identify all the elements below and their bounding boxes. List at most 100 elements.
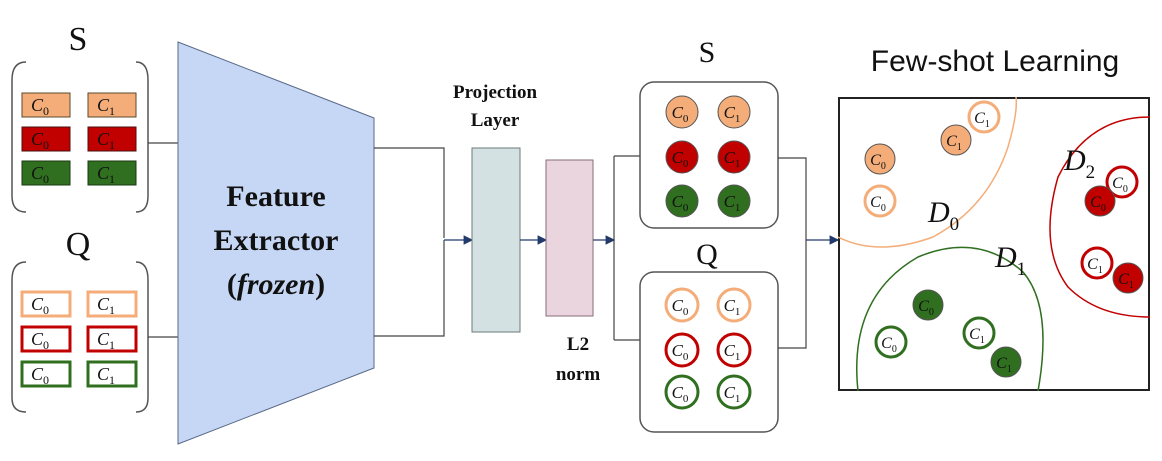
svg-text:C1: C1	[724, 192, 741, 214]
svg-text:C0: C0	[672, 192, 689, 214]
svg-text:C0: C0	[881, 335, 897, 355]
svg-text:C1: C1	[1087, 256, 1103, 276]
embedded-support-box	[639, 81, 779, 229]
projection-label-line2: Layer	[471, 110, 520, 131]
fs-point-red-c1-query: C1	[1080, 246, 1114, 280]
projection-label-line1: Projection	[453, 82, 537, 103]
svg-text:C1: C1	[724, 103, 741, 125]
embedded-support-orange-c1: C1	[717, 95, 751, 129]
svg-text:C1: C1	[97, 163, 115, 186]
svg-text:C0: C0	[918, 298, 934, 318]
support-rect-red-c0: C0	[21, 126, 71, 152]
svg-text:C0: C0	[31, 129, 49, 152]
fs-point-orange-c0-query: C0	[863, 184, 897, 218]
fs-point-green-c0-support: C0	[912, 289, 944, 321]
support-rect-red-c1: C1	[87, 126, 137, 152]
support-rect-green-c1: C1	[87, 160, 137, 186]
svg-text:C1: C1	[97, 95, 115, 118]
support-rect-green-c0: C0	[21, 160, 71, 186]
svg-text:C1: C1	[97, 364, 115, 387]
query-set-label: Q	[66, 226, 91, 263]
embedded-query-red-c1: C1	[716, 332, 752, 368]
svg-text:C0: C0	[1090, 194, 1106, 214]
fs-point-orange-c1-query: C1	[967, 100, 1001, 134]
svg-text:C0: C0	[31, 163, 49, 186]
split-wire	[613, 155, 640, 341]
svg-text:C0: C0	[31, 329, 49, 352]
embedded-support-green-c0: C0	[665, 184, 699, 218]
svg-text:C0: C0	[31, 294, 49, 317]
query-rect-red-c1: C1	[86, 325, 138, 353]
svg-text:C0: C0	[31, 95, 49, 118]
embedded-query-green-c0: C0	[664, 374, 700, 410]
cluster-d2-boundary	[1049, 116, 1150, 318]
svg-text:C1: C1	[724, 383, 741, 405]
fs-point-green-c0-query: C0	[874, 325, 908, 359]
cluster-d1-boundary	[856, 246, 1044, 391]
fs-point-green-c1-support: C1	[990, 346, 1022, 378]
svg-text:C1: C1	[97, 329, 115, 352]
embedded-query-box	[639, 271, 779, 433]
embedded-query-red-c0: C0	[664, 332, 700, 368]
l2-norm-label-line1: L2	[567, 334, 589, 355]
few-shot-plot: D0 D1 D2 C1 C1 C0 C0 C0 C0 C1	[838, 97, 1150, 391]
embedded-query-orange-c1: C1	[716, 287, 752, 323]
cluster-d0-label: D0	[927, 196, 959, 235]
support-rect-orange-c1: C1	[87, 92, 137, 118]
feature-extractor-line2: Extractor	[214, 224, 339, 257]
svg-text:C1: C1	[724, 296, 741, 318]
fs-point-orange-c1-support: C1	[940, 124, 972, 156]
query-rect-orange-c0: C0	[20, 290, 72, 318]
svg-text:C0: C0	[672, 148, 689, 170]
svg-text:C1: C1	[97, 129, 115, 152]
query-rect-red-c0: C0	[20, 325, 72, 353]
svg-text:C1: C1	[724, 148, 741, 170]
support-set-bracket	[11, 61, 149, 213]
embedded-support-red-c1: C1	[717, 140, 751, 174]
cluster-d1-label: D1	[994, 241, 1026, 280]
fs-point-orange-c0-support: C0	[864, 143, 896, 175]
svg-text:C1: C1	[724, 341, 741, 363]
embedded-to-fewshot-wire	[778, 157, 807, 349]
projection-layer-block	[471, 147, 521, 333]
svg-text:C0: C0	[672, 341, 689, 363]
query-set-bracket	[11, 261, 149, 413]
svg-text:C0: C0	[31, 364, 49, 387]
svg-text:C1: C1	[97, 294, 115, 317]
fs-point-green-c1-query: C1	[962, 316, 996, 350]
embedded-query-label: Q	[696, 238, 718, 271]
cluster-d0-boundary	[838, 97, 1018, 248]
embedded-support-red-c0: C0	[665, 140, 699, 174]
feature-extractor-block	[177, 41, 375, 445]
embedded-support-orange-c0: C0	[665, 95, 699, 129]
query-rect-green-c0: C0	[20, 360, 72, 388]
query-rect-green-c1: C1	[86, 360, 138, 388]
embedded-support-green-c1: C1	[717, 184, 751, 218]
svg-text:C0: C0	[672, 383, 689, 405]
l2-norm-label-line2: norm	[556, 364, 601, 385]
svg-text:C0: C0	[672, 296, 689, 318]
l2-norm-block	[545, 159, 594, 317]
feature-extractor-line3: (frozen)	[227, 268, 325, 301]
svg-text:C0: C0	[1112, 175, 1128, 195]
svg-text:C1: C1	[946, 133, 962, 153]
svg-text:C1: C1	[974, 110, 990, 130]
cluster-d2-label: D2	[1063, 144, 1095, 183]
support-set-label: S	[69, 21, 88, 58]
embedded-query-orange-c0: C0	[664, 287, 700, 323]
svg-text:C1: C1	[969, 326, 985, 346]
fs-point-red-c0-support: C0	[1084, 185, 1116, 217]
extractor-to-projection-wire	[374, 147, 445, 337]
few-shot-title: Few-shot Learning	[871, 45, 1119, 78]
svg-text:C1: C1	[996, 355, 1012, 375]
fs-point-red-c0-query: C0	[1105, 165, 1139, 199]
support-rect-orange-c0: C0	[21, 92, 71, 118]
svg-text:C0: C0	[870, 194, 886, 214]
embedded-query-green-c1: C1	[716, 374, 752, 410]
query-rect-orange-c1: C1	[86, 290, 138, 318]
fs-point-red-c1-support: C1	[1112, 262, 1144, 294]
embedded-support-label: S	[699, 36, 716, 69]
svg-text:C1: C1	[1118, 271, 1134, 291]
svg-text:C0: C0	[672, 103, 689, 125]
